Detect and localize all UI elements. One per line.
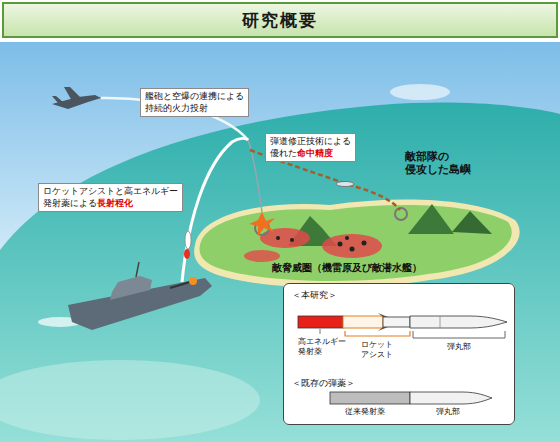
title-text: 研究概要 (0, 9, 560, 32)
part-label: 高エネルギー 発射薬 (298, 337, 346, 356)
callout-text: 長射程化 (97, 198, 133, 208)
part-label: ロケット アシスト (361, 340, 393, 359)
section-heading: ＜既存の弾薬＞ (292, 377, 355, 390)
part-label: 弾丸部 (436, 407, 460, 417)
callout-box: 弾道修正技術による 優れた命中精度 (265, 133, 356, 162)
island-label: 敵部隊の 侵攻した島嶼 (405, 150, 471, 176)
callout-box: ロケットアシストと高エネルギー 発射薬による長射程化 (38, 183, 183, 212)
part-label: 従来発射薬 (345, 407, 385, 417)
threat-zone-label: 敵脅威圏（機雷原及び敵潜水艦） (272, 262, 422, 274)
part-label: 弾丸部 (447, 342, 471, 352)
callout-text: 命中精度 (297, 148, 333, 158)
callout-text: 艦砲と空爆の連携による 持続的火力投射 (145, 91, 244, 114)
callout-box: 艦砲と空爆の連携による 持続的火力投射 (140, 88, 249, 117)
section-heading: ＜本研究＞ (292, 289, 337, 302)
